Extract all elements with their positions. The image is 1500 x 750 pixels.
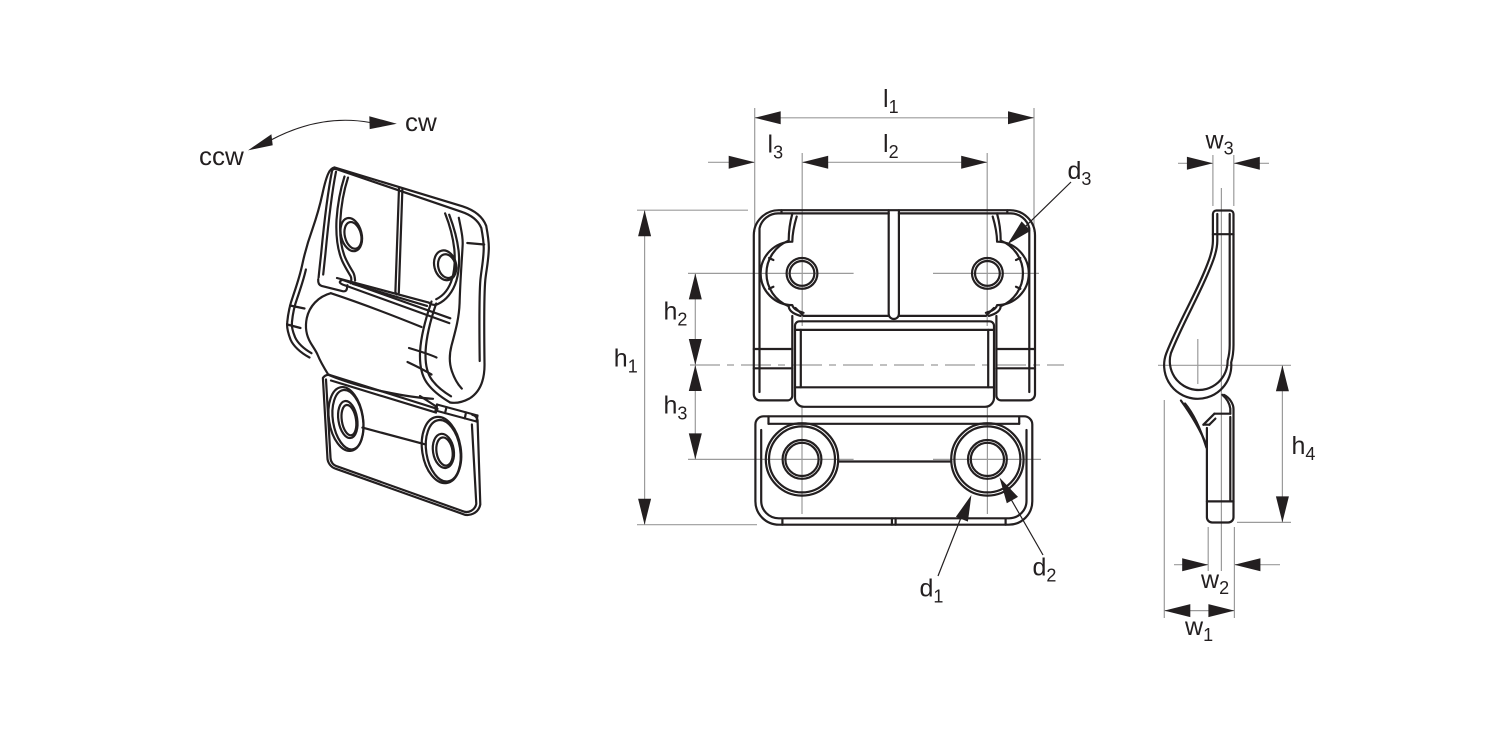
svg-text:ccw: ccw: [199, 141, 244, 171]
svg-text:cw: cw: [405, 107, 437, 137]
